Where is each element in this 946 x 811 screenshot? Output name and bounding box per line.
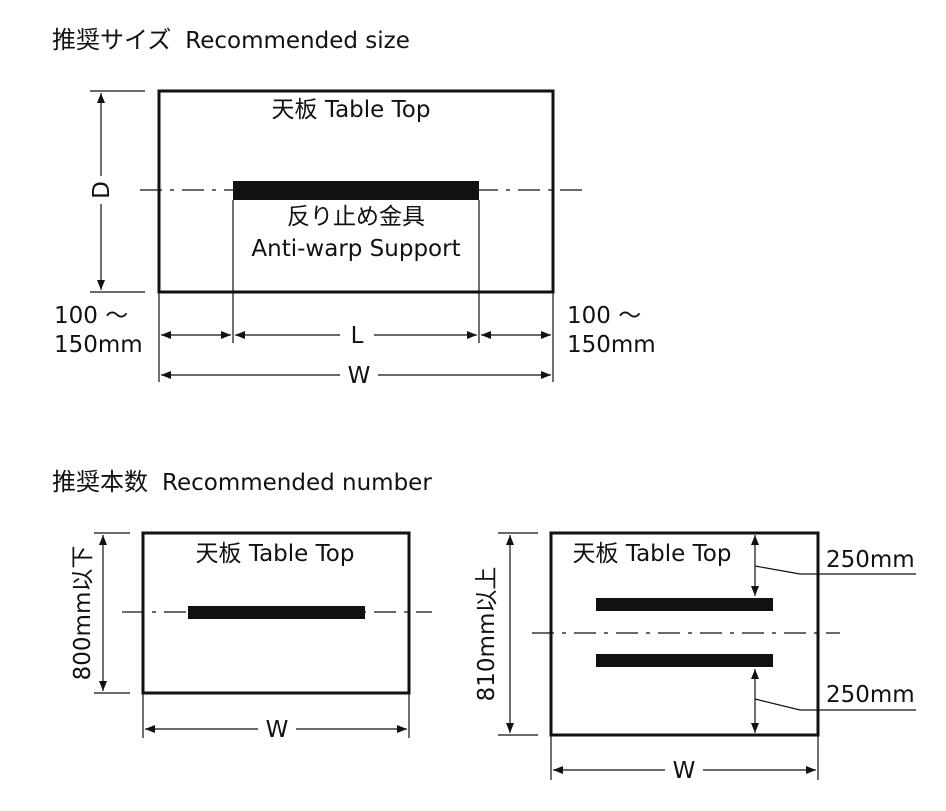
case-two-width-label: W [673,758,696,784]
anti-warp-support-bar [233,181,479,200]
margin-left-line1: 100 ～ [54,303,128,329]
width-label: W [348,363,371,389]
tabletop-outline [157,89,555,294]
margin-right-line1: 100 ～ [567,303,641,329]
case-one-tabletop-label: 天板 Table Top [196,541,355,567]
case-one-tabletop-outline [141,531,411,695]
depth-label: D [89,181,115,199]
support-label-en: Anti-warp Support [251,236,460,262]
size-heading-ja: 推奨サイズ [52,26,171,54]
size-heading: 推奨サイズ Recommended size [52,26,410,54]
case-one-width-label: W [266,717,289,743]
number-heading-en: Recommended number [162,470,432,496]
case-two-tabletop-label: 天板 Table Top [573,541,732,567]
case-two-bottom-offset-leader [754,698,916,711]
support-label-ja: 反り止め金具 [287,204,425,230]
case-two-diagram: 天板 Table Top 250mm 250mm 810mm以上 W [474,531,916,784]
number-section: 推奨本数 Recommended number 天板 Table Top 800… [52,468,916,784]
case-two-bottom-offset-label: 250mm [826,682,915,708]
size-section: 推奨サイズ Recommended size 天板 Table Top 反り止め… [52,26,656,389]
margin-right-line2: 150mm [567,332,656,358]
case-two-support-bar-top [596,598,773,611]
case-two-tabletop-outline [549,531,820,737]
size-heading-en: Recommended size [185,28,410,54]
number-heading: 推奨本数 Recommended number [52,468,432,496]
case-one-depth-label: 800mm以下 [70,546,96,681]
case-two-top-offset-label: 250mm [826,547,915,573]
number-heading-ja: 推奨本数 [52,468,148,496]
case-one-support-bar [188,606,365,619]
case-two-depth-label: 810mm以上 [474,567,500,702]
length-label: L [351,323,364,349]
case-one-diagram: 天板 Table Top 800mm以下 W [70,531,432,743]
case-two-top-offset-leader [754,565,916,575]
tabletop-label: 天板 Table Top [272,97,431,123]
margin-left-line2: 150mm [54,332,143,358]
case-two-support-bar-bottom [596,654,773,667]
